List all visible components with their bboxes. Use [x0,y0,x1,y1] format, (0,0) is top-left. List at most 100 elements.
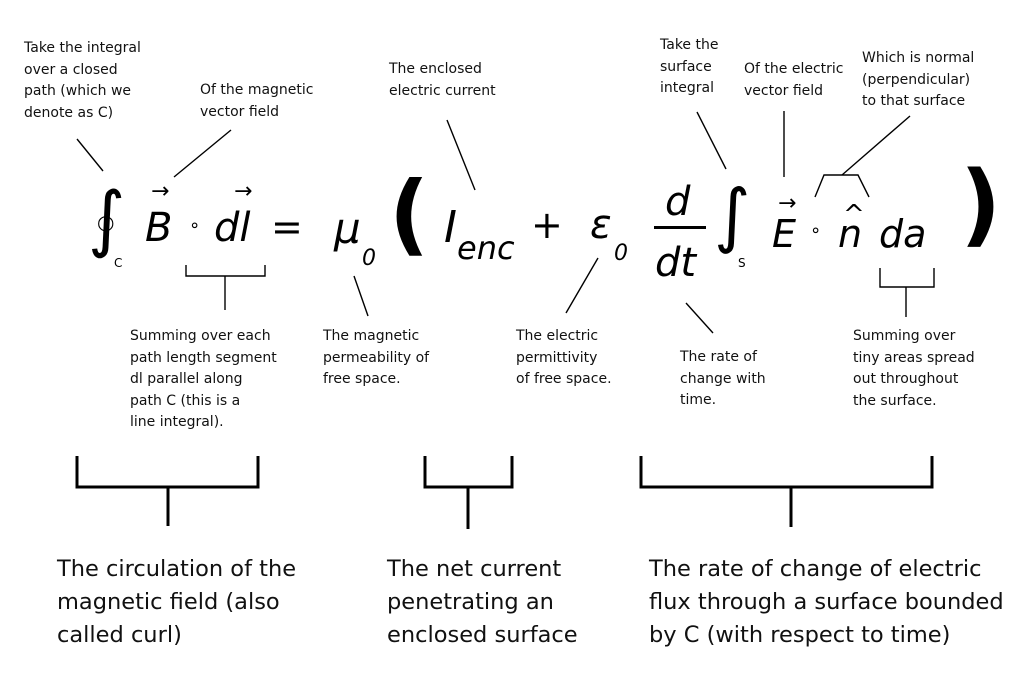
note-line: permittivity [516,349,598,366]
note-permittivity: The electric permittivity of free space. [516,326,612,391]
closed-path-circle-icon: ○ [97,210,115,234]
note-surface-integral: Take the surface integral [660,35,718,100]
note-permeability: The magnetic permeability of free space. [323,326,429,391]
subscript-enc: enc [457,229,515,267]
vector-b: B [145,205,173,251]
arrow-dl-icon: → [234,179,253,204]
summary-line: The circulation of the [57,556,297,582]
pointer-mu-zero [353,275,369,317]
note-line: vector field [200,103,280,120]
note-line: path C (this is a [130,392,241,409]
note-rate-of-change: The rate of change with time. [680,347,766,412]
note-line: Take the [660,37,719,53]
mu: μ [334,204,361,253]
pointer-surface-integral [696,111,727,170]
note-line: time. [680,392,717,408]
note-line: permeability of [323,349,430,366]
derivative-denominator: dt [655,240,697,286]
summary-line: enclosed surface [387,622,578,648]
open-paren: ( [389,162,430,265]
note-line: to that surface [862,93,966,109]
note-line: Summing over each [130,328,271,344]
equals-sign: = [271,205,303,249]
note-line: line integral). [130,414,224,430]
note-line: dl parallel along [130,371,243,387]
derivative-numerator: d [665,179,691,225]
vector-e: E [772,212,797,256]
summary-circulation: The circulation of the magnetic field (a… [57,553,296,652]
bracket-net-current [423,456,514,489]
summary-flux-change: The rate of change of electric flux thro… [649,553,1004,652]
area-element-da: da [879,212,927,256]
epsilon: ε [590,202,612,248]
note-line: path (which we [24,83,132,99]
bracket-flux-change [639,456,934,489]
dot-product-1: ∘ [189,215,201,236]
note-normal: Which is normal (perpendicular) to that … [862,48,974,113]
note-line: tiny areas spread [853,349,975,366]
note-line: Which is normal [862,50,975,66]
note-line: Of the magnetic [200,82,314,98]
note-line: electric current [389,82,496,99]
dot-product-2: ∘ [810,220,822,241]
bracket-da [879,268,935,288]
note-line: the surface. [853,392,937,409]
summary-net-current: The net current penetrating an enclosed … [387,553,578,652]
note-line: surface [660,58,712,75]
note-line: of free space. [516,371,612,387]
close-paren: ) [960,152,1002,257]
subscript-s: S [738,256,746,270]
note-electric-field: Of the electric vector field [744,59,843,102]
summary-line: The net current [387,556,562,582]
note-line: The electric [516,328,599,344]
note-line: over a closed [24,61,118,78]
note-line: free space. [323,371,401,387]
unit-normal-n: n [838,212,863,256]
pointer-dt [685,302,714,334]
note-path-length: Summing over each path length segment dl… [130,326,277,434]
bracket-normal [814,174,870,198]
summary-line: called curl) [57,622,182,648]
note-line: denote as C) [24,104,114,121]
mu-subscript-zero: 0 [362,246,376,271]
note-closed-integral: Take the integral over a closed path (wh… [24,38,141,124]
summary-line: The rate of change of electric [649,556,982,582]
note-line: out throughout [853,371,959,387]
note-line: integral [660,80,714,96]
note-magnetic-field: Of the magnetic vector field [200,80,314,123]
summary-line: magnetic field (also [57,589,280,615]
note-line: The rate of [680,349,757,365]
note-line: Of the electric [744,61,844,77]
note-line: change with [680,370,766,387]
note-line: path length segment [130,349,277,366]
unit-normal-hat-icon: ^ [843,200,865,230]
note-tiny-areas: Summing over tiny areas spread out throu… [853,326,975,412]
pointer-normal [841,115,911,176]
fraction-bar [654,226,706,229]
pointer-epsilon-zero [565,257,599,314]
summary-line: penetrating an [387,589,554,615]
subscript-c: C [114,256,123,270]
arrow-b-icon: → [151,179,170,204]
current-i: I [444,202,457,253]
note-line: The magnetic [323,328,420,344]
surface-integral-sign: ∫ [714,174,751,256]
plus-sign: + [531,203,563,247]
bracket-dl [185,265,266,277]
note-line: Summing over [853,328,956,344]
bracket-circulation [75,456,260,489]
note-line: (perpendicular) [862,71,971,88]
vector-dl: dl [214,205,251,251]
arrow-e-icon: → [778,191,797,216]
epsilon-subscript-zero: 0 [614,241,628,266]
note-enclosed-current: The enclosed electric current [389,59,496,102]
note-line: The enclosed [389,61,482,77]
note-line: vector field [744,82,824,99]
note-line: Take the integral [24,40,141,56]
closed-integral-sign: ∫ [88,176,126,260]
pointer-enclosed-current [446,119,476,191]
summary-line: by C (with respect to time) [649,622,951,648]
summary-line: flux through a surface bounded [649,589,1004,615]
